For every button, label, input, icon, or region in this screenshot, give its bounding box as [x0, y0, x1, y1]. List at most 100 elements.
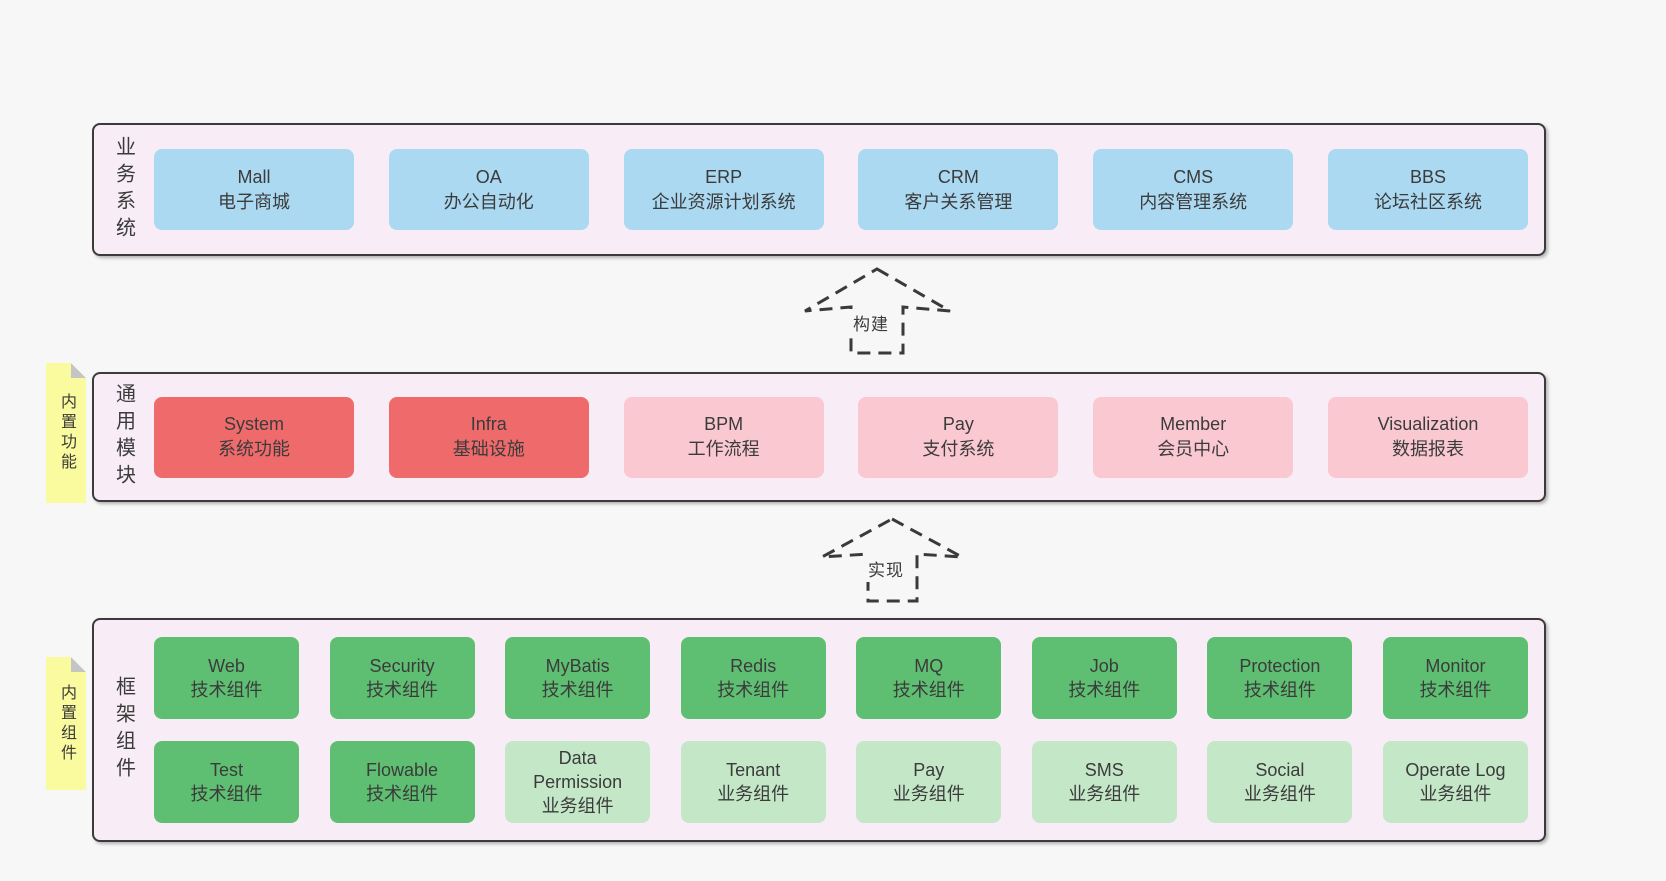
box-subtitle: 电子商城 [218, 191, 290, 212]
box-subtitle: 业务组件 [1419, 784, 1492, 804]
box-subtitle: 企业资源计划系统 [651, 191, 796, 212]
sticky-note-built-in-components: 内置组件 [46, 657, 86, 790]
box-title: Flowable [366, 760, 439, 780]
box-subtitle: 支付系统 [922, 439, 995, 459]
box-subtitle: 业务组件 [541, 796, 614, 816]
box-title: Web [208, 656, 245, 676]
panel-title-business-systems: 业务系统 [112, 135, 135, 244]
box-title: CMS [1173, 166, 1214, 187]
box-subtitle: 数据报表 [1391, 439, 1464, 459]
box-title: Mall [237, 166, 271, 187]
note-fold-corner-icon [71, 657, 86, 672]
box-title: Monitor [1425, 656, 1486, 676]
box-subtitle: 业务组件 [892, 784, 965, 804]
note-fold-corner-icon [71, 363, 86, 378]
diagram-box-cms: CMS 内容管理系统 [1093, 149, 1294, 230]
box-subtitle: 内容管理系统 [1139, 191, 1248, 212]
box-subtitle: 技术组件 [1243, 680, 1316, 700]
box-title: OA [475, 166, 502, 187]
diagram-box-web: Web 技术组件 [154, 637, 299, 719]
box-title: Test [209, 760, 243, 780]
box-title: Operate Log [1405, 760, 1506, 780]
diagram-box-mybatis: MyBatis 技术组件 [505, 637, 651, 719]
diagram-box-oa: OA 办公自动化 [388, 149, 589, 230]
box-subtitle: 会员中心 [1157, 439, 1230, 459]
arrow-label-build: 构建 [848, 309, 894, 336]
sticky-note-label: 内置功能 [58, 393, 75, 473]
dashed-up-arrow-implement [812, 512, 972, 612]
box-subtitle: 技术组件 [366, 680, 439, 700]
diagram-box-pay: Pay 支付系统 [858, 396, 1059, 478]
box-title: MQ [914, 656, 944, 676]
box-title: BPM [704, 414, 744, 434]
diagram-box-data-permission: Data Permission 业务组件 [505, 741, 651, 823]
diagram-box-member: Member 会员中心 [1093, 396, 1294, 478]
sticky-note-label: 内置组件 [58, 683, 75, 764]
box-subtitle: 技术组件 [190, 784, 263, 804]
diagram-box-bpm: BPM 工作流程 [623, 396, 824, 478]
arrow-label-implement: 实现 [863, 555, 909, 582]
box-subtitle: 基础设施 [452, 439, 525, 459]
diagram-box-social: Social 业务组件 [1207, 741, 1353, 823]
box-subtitle: 系统功能 [218, 439, 290, 459]
diagram-box-tenant: Tenant 业务组件 [680, 741, 826, 823]
box-title: Protection [1239, 656, 1321, 676]
box-title: Member [1160, 414, 1227, 434]
box-subtitle: 业务组件 [717, 784, 790, 804]
diagram-box-sms: SMS 业务组件 [1031, 741, 1177, 823]
diagram-box-mq: MQ 技术组件 [856, 637, 1002, 719]
diagram-box-infra: Infra 基础设施 [388, 396, 589, 478]
box-subtitle: 业务组件 [1068, 784, 1141, 804]
box-title: BBS [1409, 166, 1446, 187]
box-subtitle: 论坛社区系统 [1373, 191, 1482, 212]
dashed-up-arrow-build [795, 263, 965, 368]
diagram-box-erp: ERP 企业资源计划系统 [623, 149, 824, 230]
box-subtitle: 技术组件 [1068, 680, 1141, 700]
panel-side-column: 框架组件 [94, 620, 154, 840]
box-title: SMS [1084, 760, 1124, 780]
box-title: Social [1255, 760, 1305, 780]
sticky-note-built-in-features: 内置功能 [46, 363, 86, 503]
box-title: Tenant [726, 760, 781, 780]
diagram-box-monitor: Monitor 技术组件 [1382, 637, 1528, 719]
box-title: Redis [730, 656, 777, 676]
panel-side-column: 通用模块 [94, 374, 154, 500]
box-subtitle: 技术组件 [1419, 680, 1492, 700]
box-title: CRM [937, 166, 979, 187]
box-title: Job [1089, 656, 1119, 676]
diagram-box-flowable: Flowable 技术组件 [329, 741, 475, 823]
box-subtitle: 技术组件 [190, 680, 263, 700]
box-subtitle: 工作流程 [687, 439, 760, 459]
diagram-box-operate-log: Operate Log 业务组件 [1382, 741, 1528, 823]
box-title: Data Permission [533, 748, 623, 792]
box-title: Pay [913, 760, 945, 780]
box-subtitle: 技术组件 [366, 784, 439, 804]
diagram-box-pay: Pay 业务组件 [856, 741, 1002, 823]
box-subtitle: 办公自动化 [443, 191, 534, 212]
box-subtitle: 业务组件 [1243, 784, 1316, 804]
panel-side-column: 业务系统 [94, 125, 154, 254]
box-title: ERP [705, 166, 743, 187]
box-subtitle: 技术组件 [541, 680, 614, 700]
box-subtitle: 技术组件 [892, 680, 965, 700]
diagram-box-job: Job 技术组件 [1031, 637, 1177, 719]
box-title: Infra [470, 414, 507, 434]
diagram-box-mall: Mall 电子商城 [154, 149, 354, 230]
diagram-box-bbs: BBS 论坛社区系统 [1327, 149, 1528, 230]
box-title: Pay [942, 414, 974, 434]
panel-title-common-modules: 通用模块 [112, 383, 135, 491]
box-title: MyBatis [545, 656, 610, 676]
